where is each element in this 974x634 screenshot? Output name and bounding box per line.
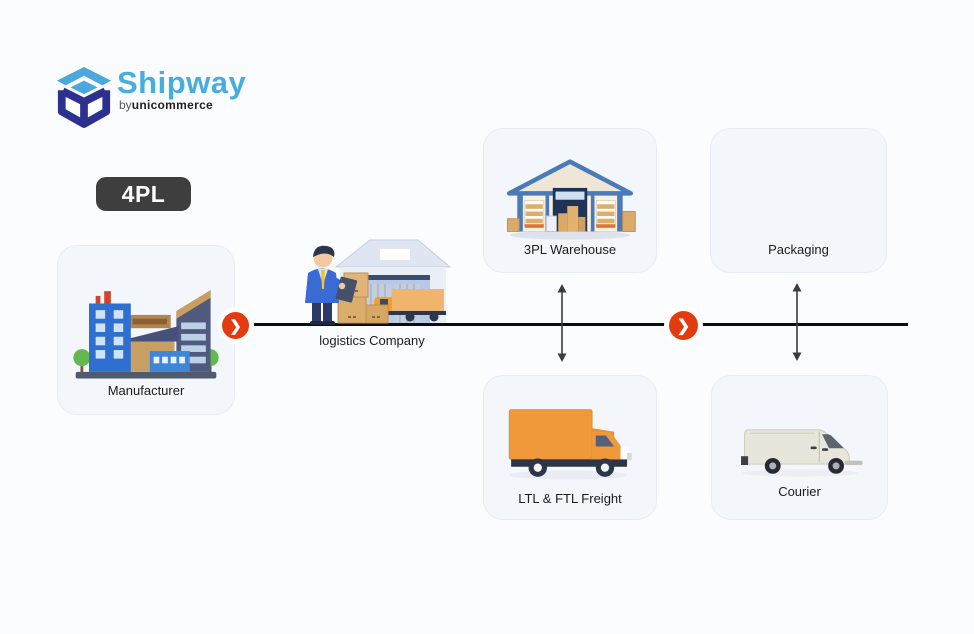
chevron-right-icon: ❯ [229,317,242,335]
manufacturer-buildings-illustration [73,290,219,379]
node-label: Packaging [768,242,829,257]
bidirectional-arrow-icon [792,283,802,361]
node-label: 3PL Warehouse [523,242,617,257]
shipway-logo: Shipway byunicommerce [55,66,246,128]
node-3pl-warehouse: 3PL Warehouse [483,128,657,273]
flow-arrow-2: ❯ [669,311,698,340]
flow-arrow-1: ❯ [222,312,249,339]
node-label: Courier [778,484,821,499]
courier-van-illustration [740,429,862,477]
node-label: Manufacturer [107,383,185,398]
node-packaging: Packaging [710,128,887,273]
brand-subtitle: byunicommerce [119,98,214,112]
4pl-badge: 4PL [96,177,191,211]
logistics-company-illustration [305,239,452,325]
node-label: LTL & FTL Freight [518,491,622,506]
node-label-logistics: logistics Company [319,333,425,348]
freight-truck-illustration [508,409,632,480]
node-manufacturer: Manufacturer [57,245,235,415]
node-courier: Courier [711,375,888,520]
warehouse-illustration [506,159,636,240]
bidirectional-arrow-icon [557,284,567,362]
node-ltl-ftl-freight: LTL & FTL Freight [483,375,657,520]
chevron-right-icon: ❯ [676,317,691,335]
shipway-box-icon [56,67,112,128]
flow-line [250,323,908,326]
brand-name: Shipway [117,65,247,100]
